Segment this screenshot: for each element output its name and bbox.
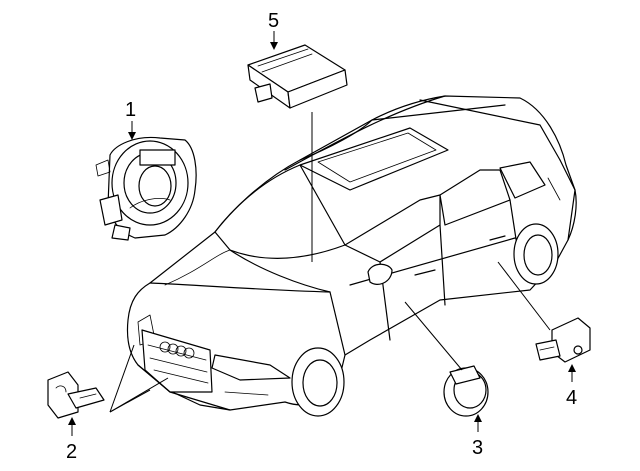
door-pressure-sensor-part — [443, 365, 489, 417]
callout-4-label: 4 — [566, 387, 577, 409]
callout-5-label: 5 — [268, 10, 279, 32]
callout-3-label: 3 — [472, 437, 483, 459]
front-impact-sensor-part — [47, 371, 105, 419]
vehicle-illustration — [126, 95, 577, 417]
callout-2-label: 2 — [66, 441, 77, 463]
control-module-part — [247, 44, 348, 109]
side-impact-sensor-part — [535, 317, 591, 363]
callout-1-label: 1 — [125, 99, 136, 121]
clock-spring-part — [95, 136, 197, 241]
